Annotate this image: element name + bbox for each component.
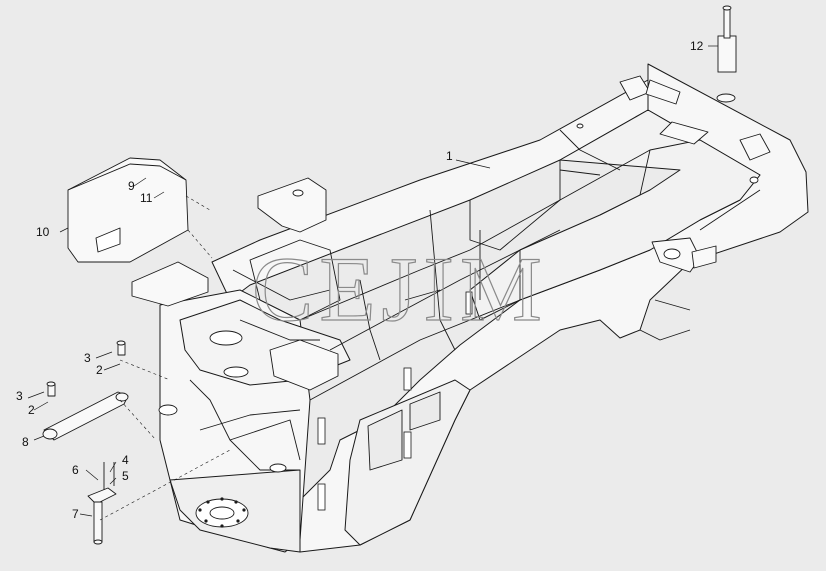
rear-cutout-window xyxy=(367,409,403,471)
bracket-rear-pad xyxy=(645,79,681,105)
callout-7: 7 xyxy=(72,507,79,521)
watermark: CEJIM xyxy=(252,238,548,340)
callout-5: 5 xyxy=(122,469,129,483)
callout-1: 1 xyxy=(446,149,453,163)
pivot-hole-upper xyxy=(209,330,243,346)
callout-2-upper: 2 xyxy=(96,363,103,377)
callout-6: 6 xyxy=(72,463,79,477)
cylinder-base xyxy=(716,93,736,103)
side-hole-2 xyxy=(749,176,759,184)
pin-plate xyxy=(87,487,117,505)
side-hole-1 xyxy=(576,123,584,129)
callout-4: 4 xyxy=(122,453,129,467)
dashed-projection-lines xyxy=(99,195,231,521)
lift-cylinder xyxy=(716,5,737,103)
cover-plate-slot xyxy=(95,227,121,253)
rear-side-panel xyxy=(344,379,471,546)
pivot-eye-1 xyxy=(158,404,178,416)
frame-holes xyxy=(158,123,759,528)
link-arm-assembly xyxy=(42,340,129,441)
callout-9: 9 xyxy=(128,179,135,193)
pivot-hole-mid xyxy=(223,366,249,378)
base-bolt-hole xyxy=(209,506,235,520)
pivot-eye-2 xyxy=(269,463,287,473)
bracket-deck-pad xyxy=(659,121,709,145)
callout-12: 12 xyxy=(690,39,704,53)
frame-detail-lines xyxy=(189,129,761,471)
pin-shaft xyxy=(93,501,103,543)
callout-labels: 1 2 3 2 3 4 5 6 7 8 9 10 11 12 xyxy=(16,39,704,521)
side-slots xyxy=(317,291,473,511)
callout-2-lower: 2 xyxy=(28,403,35,417)
bracket-hole xyxy=(292,189,304,197)
bracket-rear-tab-2 xyxy=(739,133,771,161)
bracket-front-pivot xyxy=(269,339,339,391)
callout-8: 8 xyxy=(22,435,29,449)
callout-10: 10 xyxy=(36,225,50,239)
bracket-rear-left xyxy=(257,177,327,233)
callout-3-lower: 3 xyxy=(16,389,23,403)
cylinder-body xyxy=(717,35,737,73)
cylinder-rod xyxy=(723,7,731,39)
bracket-mid-top xyxy=(131,261,209,307)
base-bolt-pattern xyxy=(198,497,246,528)
rear-cutout-slot xyxy=(409,391,441,431)
side-lug-tab xyxy=(691,245,717,269)
cover-plate-top-edge xyxy=(67,163,187,191)
pin-assembly xyxy=(87,462,117,545)
lug-hole xyxy=(663,248,681,260)
callout-3-upper: 3 xyxy=(84,351,91,365)
callout-11: 11 xyxy=(140,191,153,205)
cover-plate-assembly xyxy=(67,157,189,263)
leader-lines xyxy=(27,45,718,517)
